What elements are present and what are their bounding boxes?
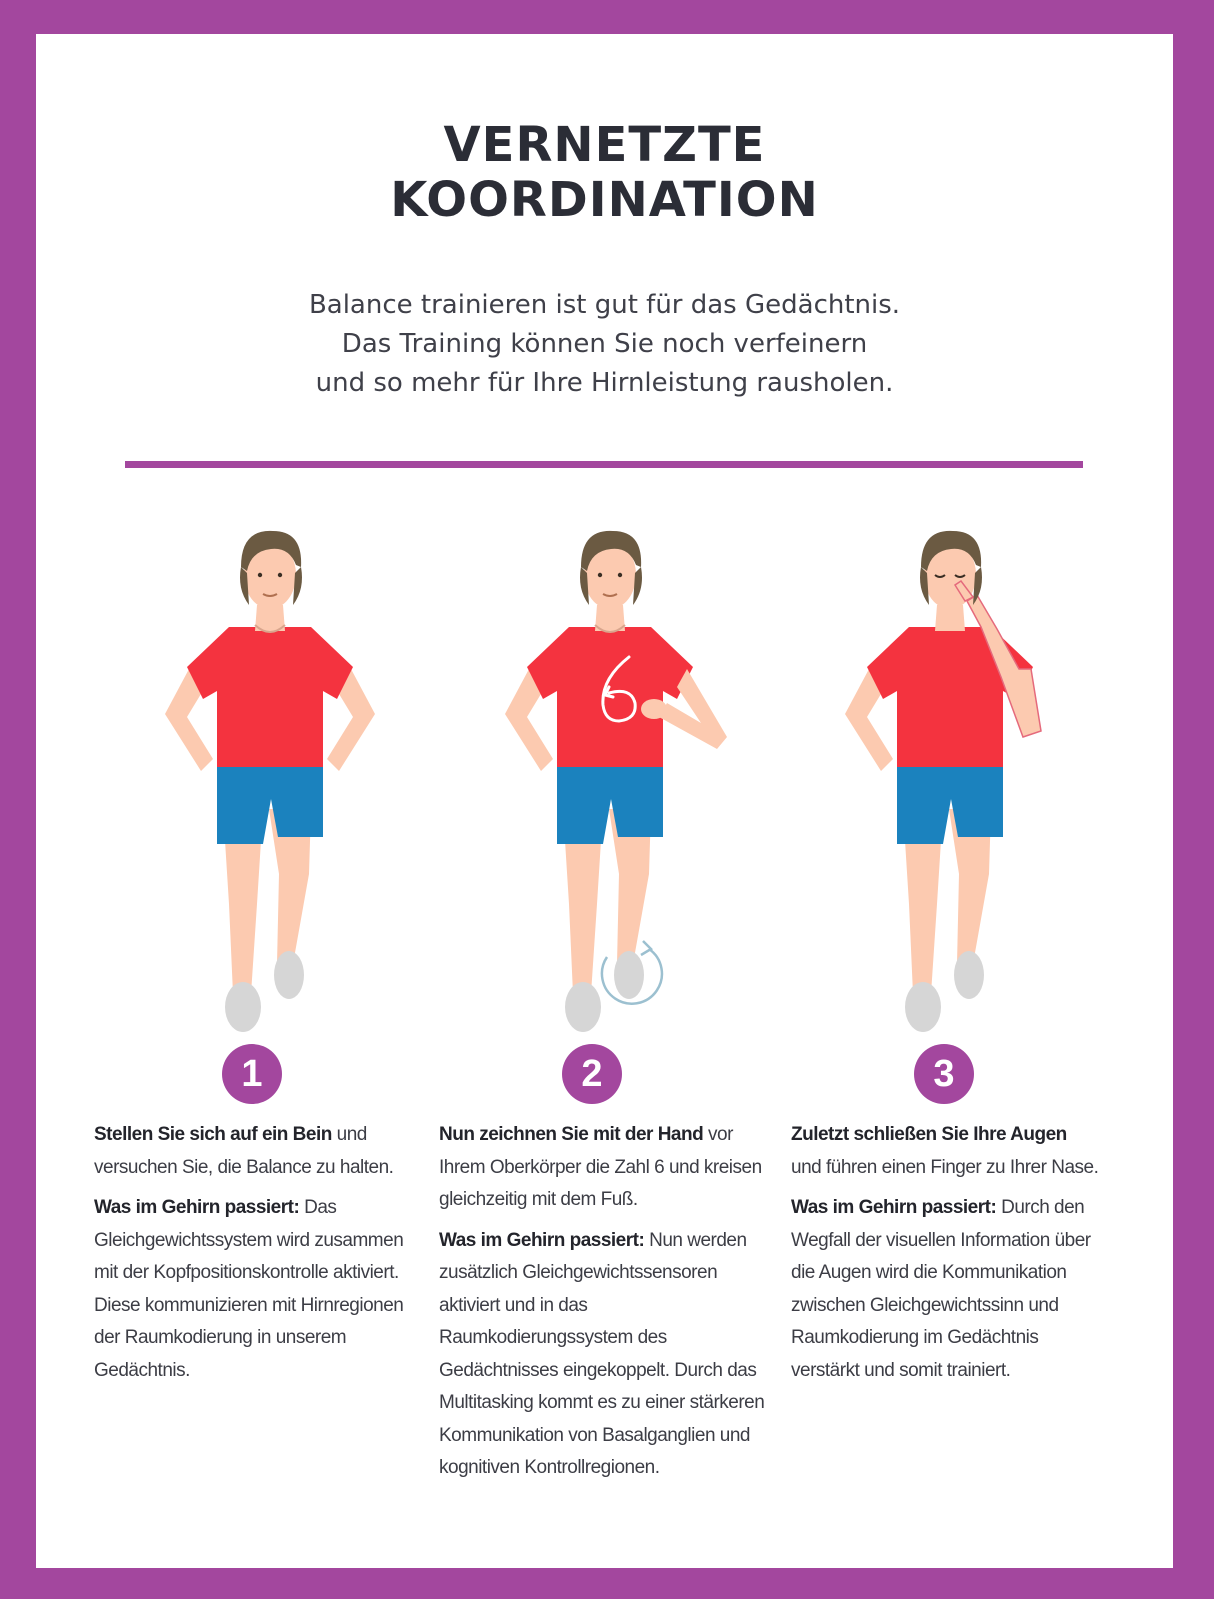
step-3-instruction-bold: Zuletzt schließen Sie Ihre Augen [791,1124,1067,1145]
step-2-brain-label: Was im Gehirn passiert: [439,1229,645,1251]
figure-step-1 [151,509,391,1049]
step-1-instruction-rest: und versuchen Sie, die Balance zu halten… [94,1124,394,1178]
intro-text: Balance trainieren ist gut für das Gedäc… [36,286,1173,403]
person-standing-on-one-leg-illustration [165,530,375,1032]
step-1-instruction-bold: Stellen Sie sich auf ein Bein [94,1124,332,1145]
step-2-text: Nun zeichnen Sie mit der Hand vor Ihrem … [439,1119,769,1493]
step-2-instruction-bold: Nun zeichnen Sie mit der Hand [439,1124,704,1145]
step-3-text: Zuletzt schließen Sie Ihre Augen und füh… [791,1119,1101,1395]
step-2-instruction-rest: vor Ihrem Oberkörper die Zahl 6 und krei… [439,1124,762,1210]
intro-line-3: und so mehr für Ihre Hirnleistung rausho… [315,368,894,398]
page-title: VERNETZTE KOORDINATION [36,118,1173,228]
step-3-brain-label: Was im Gehirn passiert: [791,1197,997,1218]
step-1-brain-explanation: Was im Gehirn passiert: Das Gleichgewich… [94,1192,414,1387]
foot-circle-arrow-icon [600,947,664,1005]
step-2-brain-explanation: Was im Gehirn passiert: Nun werden zusät… [439,1225,769,1485]
person-drawing-number-six-illustration [505,530,727,1032]
drawn-six-stroke [601,655,637,723]
step-1-number-badge: 1 [222,1044,282,1104]
figure-step-2 [491,509,731,1049]
step-1-brain-text: Das Gleichgewichtssystem wird zusammen m… [94,1197,404,1381]
step-3-brain-explanation: Was im Gehirn passiert: Durch den Wegfal… [791,1192,1101,1387]
step-1-text: Stellen Sie sich auf ein Bein und versuc… [94,1119,414,1395]
figure-step-3 [831,509,1071,1049]
intro-line-2: Das Training können Sie noch verfeinern [341,329,868,359]
person-eyes-closed-finger-to-nose-illustration [845,530,1042,1032]
step-2-brain-text: Nun werden zusätzlich Gleichgewichtssens… [439,1229,765,1479]
title-line-1: VERNETZTE [443,117,766,173]
step-3-number-badge: 3 [914,1044,974,1104]
step-1-brain-label: Was im Gehirn passiert: [94,1197,300,1218]
intro-line-1: Balance trainieren ist gut für das Gedäc… [308,290,901,320]
divider-line [125,461,1083,468]
step-2-number-badge: 2 [562,1044,622,1104]
step-1-instruction: Stellen Sie sich auf ein Bein und versuc… [94,1119,414,1184]
step-3-instruction-rest: und führen einen Finger zu Ihrer Nase. [791,1156,1099,1178]
step-2-instruction: Nun zeichnen Sie mit der Hand vor Ihrem … [439,1119,769,1217]
title-line-2: KOORDINATION [390,172,819,228]
infographic-page: VERNETZTE KOORDINATION Balance trainiere… [36,34,1173,1568]
step-3-instruction: Zuletzt schließen Sie Ihre Augen und füh… [791,1119,1101,1184]
step-3-brain-text: Durch den Wegfall der visuellen Informat… [791,1197,1091,1381]
